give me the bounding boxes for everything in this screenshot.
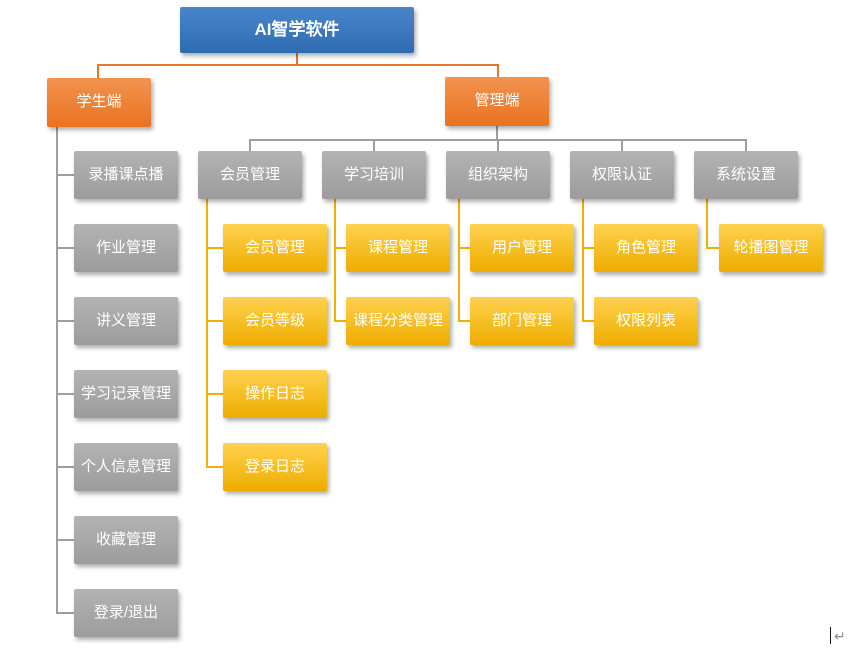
node-feature[interactable]: 会员管理 — [223, 224, 327, 272]
node-feature[interactable]: 登录日志 — [223, 443, 327, 491]
node-feature[interactable]: 会员等级 — [223, 297, 327, 345]
node-student-module[interactable]: 学习记录管理 — [74, 370, 178, 418]
connector-stub — [206, 320, 223, 322]
node-admin-group[interactable]: 权限认证 — [570, 151, 674, 199]
connector-group1-trunk — [206, 199, 208, 467]
connector-stub — [206, 393, 223, 395]
node-feature[interactable]: 操作日志 — [223, 370, 327, 418]
node-student-module[interactable]: 收藏管理 — [74, 516, 178, 564]
connector-root-stem — [296, 53, 298, 65]
node-feature[interactable]: 课程管理 — [346, 224, 450, 272]
connector-group5-trunk — [706, 199, 708, 248]
connector-drop-group — [745, 139, 747, 151]
node-admin-group[interactable]: 学习培训 — [322, 151, 426, 199]
connector-stub — [706, 247, 719, 249]
connector-stub — [206, 466, 223, 468]
node-admin-group[interactable]: 会员管理 — [198, 151, 302, 199]
connector-drop-group — [249, 139, 251, 151]
connector-root-branches — [97, 64, 499, 66]
connector-drop-group — [621, 139, 623, 151]
node-student-module[interactable]: 登录/退出 — [74, 589, 178, 637]
node-student-module[interactable]: 讲义管理 — [74, 297, 178, 345]
connector-stub — [56, 539, 74, 541]
connector-stub — [56, 174, 74, 176]
connector-group2-trunk — [334, 199, 336, 321]
node-feature[interactable]: 权限列表 — [594, 297, 698, 345]
node-branch-admin[interactable]: 管理端 — [445, 77, 549, 126]
node-branch-student[interactable]: 学生端 — [47, 78, 151, 127]
node-root[interactable]: AI智学软件 — [180, 7, 414, 53]
connector-group4-trunk — [582, 199, 584, 321]
connector-group3-trunk — [458, 199, 460, 321]
connector-drop-admin — [497, 64, 499, 78]
connector-drop-group — [373, 139, 375, 151]
connector-stub — [56, 393, 74, 395]
connector-drop-group — [497, 139, 499, 151]
node-feature[interactable]: 角色管理 — [594, 224, 698, 272]
connector-stub — [334, 247, 346, 249]
connector-admin-stem — [496, 126, 498, 141]
connector-stub — [334, 320, 346, 322]
node-feature[interactable]: 用户管理 — [470, 224, 574, 272]
node-feature[interactable]: 轮播图管理 — [719, 224, 823, 272]
connector-stub — [582, 320, 594, 322]
node-feature[interactable]: 部门管理 — [470, 297, 574, 345]
connector-drop-student — [97, 64, 99, 78]
node-student-module[interactable]: 个人信息管理 — [74, 443, 178, 491]
connector-stub — [582, 247, 594, 249]
paragraph-return-mark: ↵ — [834, 628, 846, 644]
node-admin-group[interactable]: 系统设置 — [694, 151, 798, 199]
node-student-module[interactable]: 录播课点播 — [74, 151, 178, 199]
node-feature[interactable]: 课程分类管理 — [346, 297, 450, 345]
connector-stub — [56, 320, 74, 322]
connector-stub — [56, 247, 74, 249]
connector-student-trunk — [56, 127, 58, 613]
connector-stub — [458, 320, 470, 322]
connector-stub — [458, 247, 470, 249]
node-student-module[interactable]: 作业管理 — [74, 224, 178, 272]
node-admin-group[interactable]: 组织架构 — [446, 151, 550, 199]
connector-stub — [206, 247, 223, 249]
text-caret[interactable] — [830, 627, 831, 644]
connector-stub — [56, 612, 74, 614]
connector-stub — [56, 466, 74, 468]
